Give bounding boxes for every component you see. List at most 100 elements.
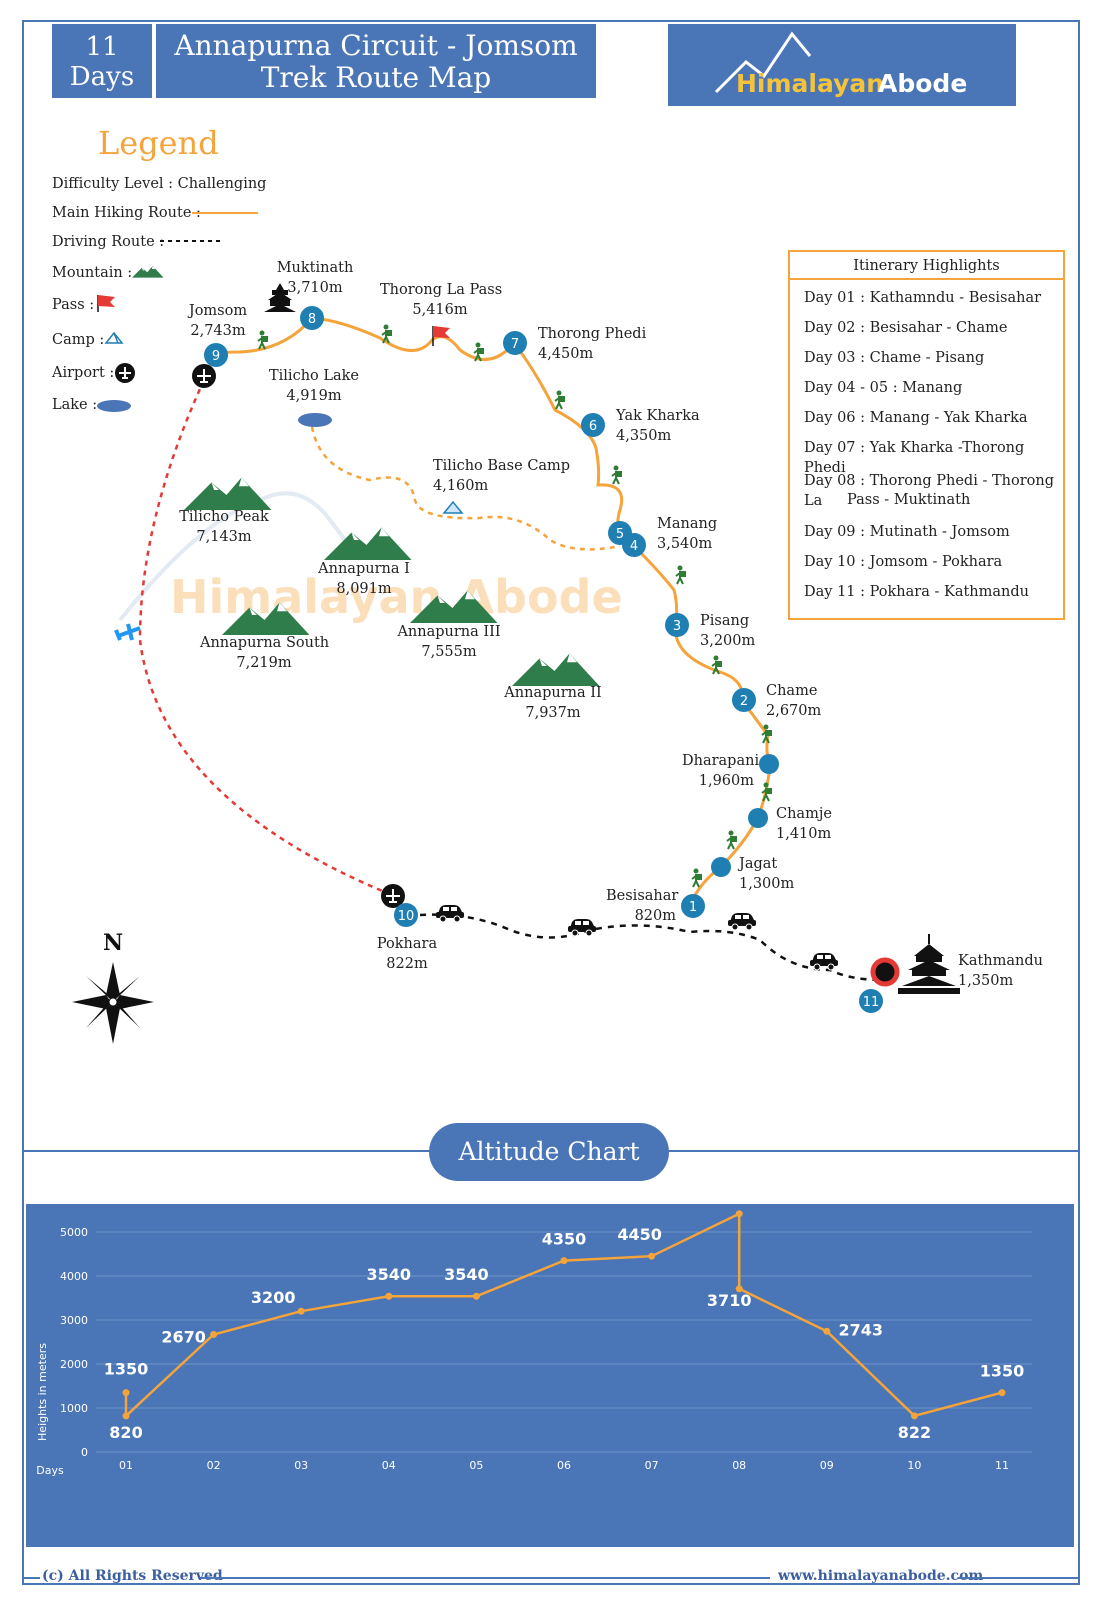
mountain-name: Annapurna II — [504, 685, 602, 701]
svg-text:7: 7 — [511, 337, 519, 352]
footer-line-left — [22, 1577, 40, 1579]
place-name: Pisang — [700, 613, 750, 629]
title-line-2: Trek Route Map — [260, 61, 492, 94]
place-altitude: 4,450m — [538, 346, 594, 362]
place-name: Manang — [657, 516, 718, 532]
chamje-marker — [748, 808, 768, 828]
chart-x-tick-label: 01 — [119, 1459, 133, 1472]
stop-10-marker: 10 — [394, 903, 418, 927]
flight-route — [138, 379, 393, 897]
legend-camp-label: Camp : — [52, 332, 105, 348]
hiker-icon — [691, 867, 703, 888]
place-altitude: 820m — [634, 908, 676, 924]
place-name: Chame — [766, 683, 818, 699]
chart-x-tick-label: 04 — [382, 1459, 396, 1472]
legend-title: Legend — [98, 124, 219, 162]
label-besisahar: Besisahar 820m — [606, 886, 679, 926]
pass-flag-icon — [432, 326, 450, 346]
place-altitude: 3,710m — [287, 280, 343, 296]
svg-text:3: 3 — [673, 619, 681, 634]
stop-11-marker: 11 — [859, 989, 883, 1013]
chart-data-label: 4450 — [617, 1225, 662, 1244]
legend-mountain-label: Mountain : — [52, 265, 133, 281]
label-chamje: Chamje 1,410m — [776, 804, 832, 844]
chart-y-tick-label: 4000 — [60, 1270, 88, 1283]
itinerary-item: Day 01 : Kathamndu - Besisahar — [804, 290, 1042, 306]
svg-text:8: 8 — [308, 312, 316, 327]
chart-data-label: 1350 — [980, 1362, 1025, 1381]
chart-data-point — [910, 1412, 918, 1420]
chart-data-point — [297, 1307, 305, 1315]
stop-9-marker: 9 — [204, 343, 228, 367]
itinerary-item: Day 02 : Besisahar - Chame — [804, 320, 1008, 336]
mountain-altitude: 7,219m — [236, 655, 292, 671]
chart-data-label: 820 — [109, 1423, 142, 1442]
chart-data-label: 4350 — [542, 1230, 587, 1249]
days-number: 11 — [85, 32, 119, 62]
chart-data-label: 3540 — [367, 1265, 412, 1284]
place-name: Yak Kharka — [616, 408, 700, 424]
place-altitude: 822m — [386, 956, 428, 972]
itinerary-item: Day 06 : Manang - Yak Kharka — [804, 410, 1028, 426]
label-annapurna-south: Annapurna South 7,219m — [200, 633, 329, 673]
pokhara-airport-icon — [381, 884, 405, 908]
label-chame: Chame 2,670m — [766, 681, 821, 721]
label-annapurna-3: Annapurna III 7,555m — [396, 622, 502, 662]
car-icon — [435, 904, 465, 923]
chart-y-axis-label: Heights in meters — [36, 1343, 49, 1441]
label-annapurna-2: Annapurna II 7,937m — [500, 683, 606, 723]
camp-icon — [442, 500, 464, 514]
place-name: Besisahar — [606, 888, 679, 904]
muktinath-temple-icon — [264, 283, 296, 312]
place-altitude: 4,350m — [616, 428, 672, 444]
label-tilicho-base-camp: Tilicho Base Camp 4,160m — [433, 456, 570, 496]
label-jagat: Jagat 1,300m — [739, 854, 794, 894]
mountain-name: Annapurna I — [318, 561, 410, 577]
footer-website: www.himalayanabode.com — [778, 1568, 984, 1584]
chart-x-axis-label: Days — [36, 1464, 64, 1477]
logo-text-abode: Abode — [878, 69, 967, 98]
days-word: Days — [69, 62, 135, 92]
chart-data-point — [122, 1412, 130, 1420]
stop-7-marker: 7 — [503, 331, 527, 355]
itinerary-item: Day 10 : Jomsom - Pokhara — [804, 554, 1003, 570]
chart-data-point — [472, 1292, 480, 1300]
legend-difficulty: Difficulty Level : Challenging — [52, 176, 267, 192]
footer-rights: (c) All Rights Reserved — [42, 1568, 223, 1584]
place-name: Muktinath — [276, 260, 354, 276]
place-altitude: 1,300m — [739, 876, 795, 892]
place-altitude: 4,919m — [286, 388, 342, 404]
place-name: Jagat — [739, 856, 778, 872]
altitude-chart-title: Altitude Chart — [429, 1123, 669, 1181]
label-pokhara: Pokhara 822m — [372, 934, 442, 974]
hiker-icon — [675, 564, 687, 585]
dharapani-marker — [759, 754, 779, 774]
chart-data-point — [122, 1389, 130, 1397]
place-name: Dharapani — [682, 753, 760, 769]
place-name: Chamje — [776, 806, 832, 822]
label-annapurna-1: Annapurna I 8,091m — [314, 559, 414, 599]
place-name: Thorong La Pass — [380, 282, 503, 298]
chart-x-tick-label: 02 — [207, 1459, 221, 1472]
jagat-marker — [711, 857, 731, 877]
legend-pass-label: Pass : — [52, 297, 95, 313]
chart-data-label: 2670 — [161, 1328, 206, 1347]
chart-x-tick-label: 09 — [820, 1459, 834, 1472]
place-name: Tilicho Lake — [268, 368, 360, 384]
itinerary-item: Day 09 : Mutinath - Jomsom — [804, 524, 1010, 540]
page-frame — [22, 20, 1080, 1585]
itinerary-item: Day 07 : Yak Kharka -Thorong Phedi — [804, 440, 1025, 476]
mountain-altitude: 7,555m — [421, 644, 477, 660]
hiker-icon — [611, 464, 623, 485]
logo-mountain-icon: Himalayan Abode — [714, 31, 967, 98]
label-tilicho-peak: Tilicho Peak 7,143m — [174, 507, 274, 547]
hiker-icon — [554, 389, 566, 410]
itinerary-item: Day 03 : Chame - Pisang — [804, 350, 985, 366]
place-name: Jomsom — [188, 303, 248, 319]
place-name: Kathmandu — [958, 953, 1043, 969]
legend-mountain-icon — [132, 265, 164, 278]
place-altitude: 5,416m — [412, 302, 468, 318]
tilicho-lake-icon — [298, 413, 332, 427]
hiker-icon — [726, 829, 738, 850]
